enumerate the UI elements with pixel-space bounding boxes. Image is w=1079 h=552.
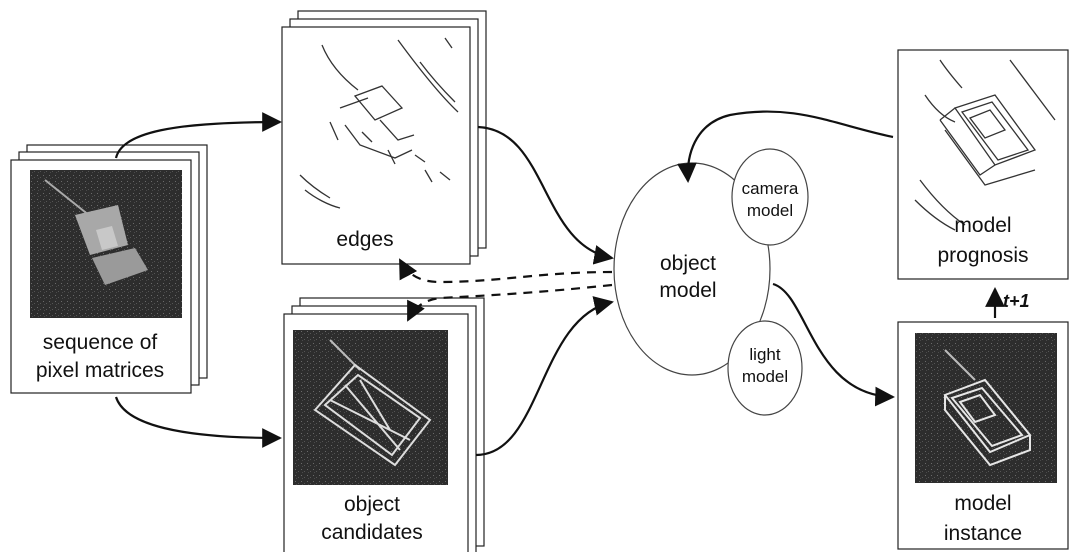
prognosis-image bbox=[914, 59, 1056, 231]
sequence-label-line1: sequence of bbox=[43, 331, 158, 354]
prognosis-label-line2: prognosis bbox=[937, 244, 1028, 267]
object-candidates-stack: object candidates bbox=[283, 297, 485, 552]
pixel-matrix-image bbox=[30, 170, 182, 318]
object-model-node: object model bbox=[613, 162, 771, 376]
arrow-sequence-to-candidates bbox=[114, 396, 282, 448]
edges-label: edges bbox=[336, 228, 393, 251]
instance-image bbox=[915, 333, 1057, 483]
object-model-label-line1: object bbox=[660, 252, 716, 275]
object-model-label-line2: model bbox=[659, 279, 716, 302]
arrow-candidates-to-object-model bbox=[475, 296, 614, 457]
camera-model-node: camera model bbox=[731, 148, 809, 246]
dashed-arrow-object-model-to-edges bbox=[399, 258, 613, 284]
time-step-label: t+1 bbox=[1003, 291, 1030, 311]
dashed-arrow-object-model-to-candidates bbox=[407, 283, 613, 322]
sequence-label-line2: pixel matrices bbox=[36, 359, 164, 382]
light-model-label-line1: light bbox=[749, 345, 780, 364]
camera-model-label-line1: camera bbox=[742, 179, 799, 198]
light-model-node: light model bbox=[727, 320, 803, 416]
pixel-matrix-stack: sequence of pixel matrices bbox=[10, 144, 208, 394]
candidates-label-line1: object bbox=[344, 493, 400, 516]
camera-model-label-line2: model bbox=[747, 201, 793, 220]
arrow-object-model-to-instance bbox=[772, 282, 895, 407]
edges-stack: edges bbox=[281, 10, 487, 265]
instance-label-line2: instance bbox=[944, 522, 1022, 545]
object-candidates-image bbox=[293, 330, 448, 485]
light-model-label-line2: model bbox=[742, 367, 788, 386]
edges-image bbox=[299, 37, 459, 209]
model-instance-box: model instance bbox=[897, 321, 1069, 550]
instance-label-line1: model bbox=[954, 492, 1011, 515]
model-prognosis-box: model prognosis bbox=[897, 49, 1069, 280]
light-model-ellipse bbox=[727, 320, 803, 416]
arrow-prognosis-to-object-model bbox=[677, 110, 894, 183]
camera-model-ellipse bbox=[731, 148, 809, 246]
candidates-label-line2: candidates bbox=[321, 521, 423, 544]
arrow-edges-to-object-model bbox=[477, 125, 614, 265]
prognosis-label-line1: model bbox=[954, 214, 1011, 237]
arrow-sequence-to-edges bbox=[114, 112, 282, 159]
